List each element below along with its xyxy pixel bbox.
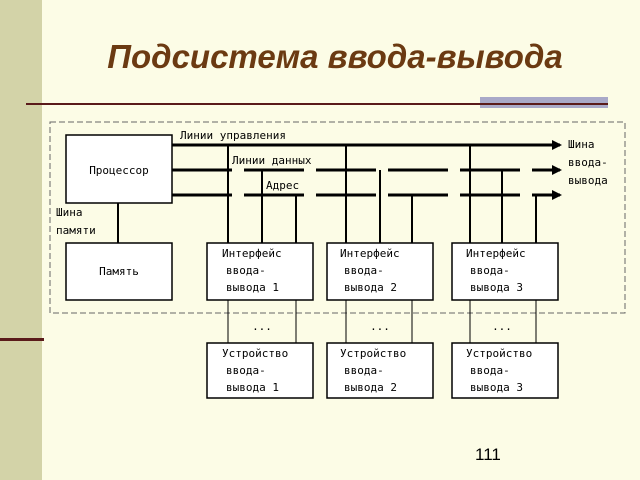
interface-1-line-1: Интерфейс xyxy=(222,247,282,260)
system-boundary xyxy=(49,121,626,314)
ellipsis-2: ... xyxy=(370,320,390,333)
io-bus-label-1: Шина xyxy=(568,138,595,151)
device-2-line-2: ввода- xyxy=(344,364,384,377)
memory-bus-label-2: памяти xyxy=(56,224,96,237)
io-bus-label-3: вывода xyxy=(568,174,608,187)
interface-1-line-3: вывода 1 xyxy=(226,281,279,294)
ellipsis-3: ... xyxy=(492,320,512,333)
address-label: Адрес xyxy=(266,179,299,192)
slide-title: Подсистема ввода-вывода xyxy=(107,38,563,75)
left-decor-band xyxy=(0,0,42,480)
device-2-line-3: вывода 2 xyxy=(344,381,397,394)
device-box-3 xyxy=(451,342,559,399)
data-lines-label: Линии данных xyxy=(232,154,312,167)
device-links xyxy=(227,300,537,343)
left-decor-line xyxy=(0,338,44,341)
interface-2-line-1: Интерфейс xyxy=(340,247,400,260)
memory-box xyxy=(65,242,173,301)
device-3-line-1: Устройство xyxy=(466,347,532,360)
page-number: 111 xyxy=(475,445,501,464)
control-lines-label: Линии управления xyxy=(180,129,286,142)
device-3-line-3: вывода 3 xyxy=(470,381,523,394)
memory-label: Память xyxy=(99,265,139,278)
title-accent-line xyxy=(480,103,608,105)
interface-box-1 xyxy=(206,242,314,301)
device-2-line-1: Устройство xyxy=(340,347,406,360)
device-1-line-2: ввода- xyxy=(226,364,266,377)
processor-box xyxy=(65,134,173,204)
interface-2-line-3: вывода 2 xyxy=(344,281,397,294)
device-1-line-3: вывода 1 xyxy=(226,381,279,394)
interface-3-line-3: вывода 3 xyxy=(470,281,523,294)
device-box-1 xyxy=(206,342,314,399)
interface-3-line-2: ввода- xyxy=(470,264,510,277)
device-box-2 xyxy=(326,342,434,399)
interface-1-line-2: ввода- xyxy=(226,264,266,277)
title-rule xyxy=(26,103,606,105)
interface-3-line-1: Интерфейс xyxy=(466,247,526,260)
bus-taps xyxy=(227,145,537,243)
device-3-line-2: ввода- xyxy=(470,364,510,377)
interface-2-line-2: ввода- xyxy=(344,264,384,277)
io-bus-label-2: ввода- xyxy=(568,156,608,169)
processor-label: Процессор xyxy=(89,164,149,177)
interface-box-3 xyxy=(451,242,559,301)
device-1-line-1: Устройство xyxy=(222,347,288,360)
interface-box-2 xyxy=(326,242,434,301)
ellipsis-1: ... xyxy=(252,320,272,333)
title-accent-bar xyxy=(480,97,608,108)
memory-bus-label-1: Шина xyxy=(56,206,83,219)
